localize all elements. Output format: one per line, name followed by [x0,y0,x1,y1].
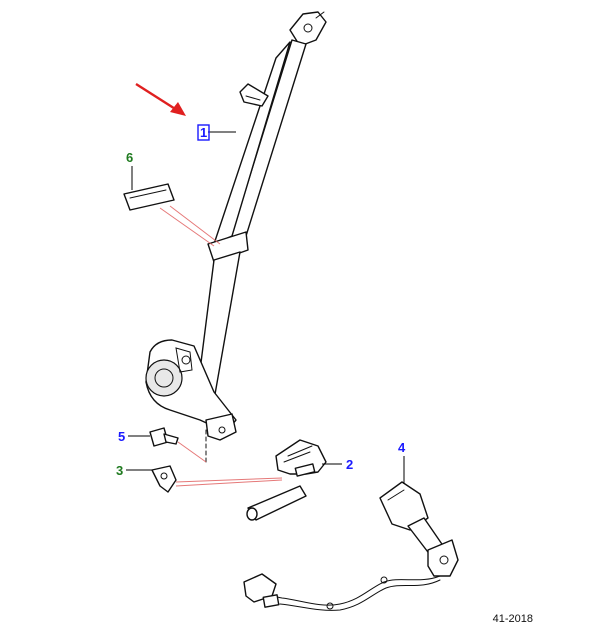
callout-4[interactable]: 4 [398,440,406,455]
callout-1-box [197,124,210,141]
callout-1[interactable]: 1 [200,125,207,140]
relation-line-cover-2 [169,205,221,245]
trim-cover[interactable] [123,183,175,211]
seat-belt-buckle[interactable] [243,481,459,611]
retractor-spool-icon [145,359,183,397]
buckle-head [379,481,429,531]
callout-5[interactable]: 5 [118,429,125,444]
belt-webbing-front [229,39,307,241]
callout-3[interactable]: 3 [116,463,123,478]
buckle-anchor-bracket[interactable] [246,439,327,521]
buckle-base [427,539,459,577]
mounting-bolt[interactable] [149,427,179,447]
indicator-arrow-icon [135,82,186,116]
relation-line-clip [175,477,283,483]
webbing-guide [207,231,249,263]
reference-code: 41-2018 [493,613,533,625]
relation-line-cover [159,207,215,247]
retaining-clip[interactable] [151,465,177,493]
anchor-tab [315,11,325,19]
relation-line-bolt [177,441,207,463]
buckle-wiring-harness [255,575,441,606]
relation-line-clip-2 [175,479,283,487]
height-adjuster-clip [239,83,269,107]
callout-2[interactable]: 2 [346,457,353,472]
callout-6[interactable]: 6 [126,150,133,165]
anchor-bolt-icon [303,23,313,33]
seat-belt-assembly[interactable] [145,11,327,463]
